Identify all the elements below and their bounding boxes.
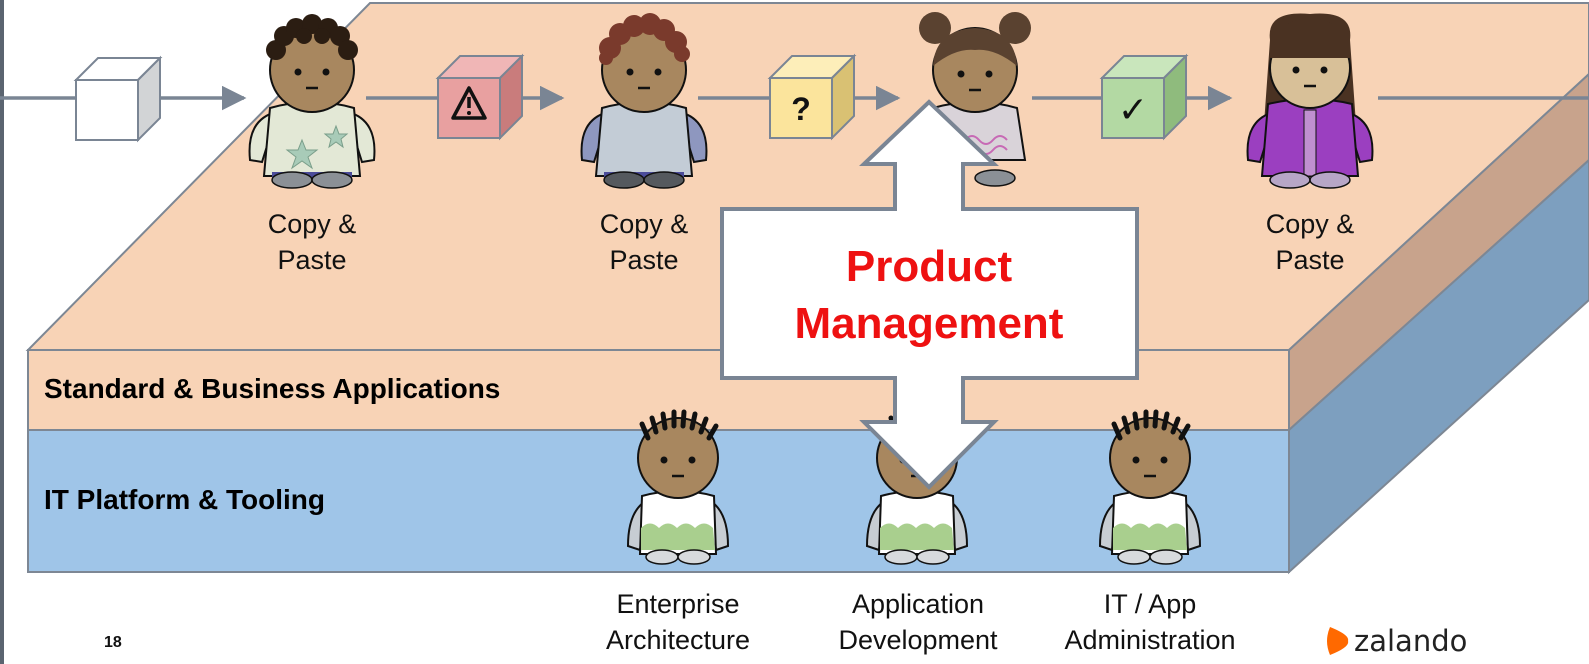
product-management-title: Product Management	[794, 242, 1064, 348]
check-icon: ✓	[1118, 90, 1148, 131]
zalando-logo-icon	[1327, 627, 1349, 655]
character-4	[1246, 13, 1374, 189]
brand-logo: zalando	[1326, 624, 1467, 658]
product-management-callout	[720, 99, 1139, 490]
blank-box-icon	[73, 55, 163, 143]
brand-name: zalando	[1354, 624, 1468, 658]
team-label-enterprise-architecture: Enterprise Architecture	[605, 589, 751, 655]
character-1-label: Copy & Paste	[267, 209, 357, 275]
warning-box	[435, 53, 525, 141]
team-label-it-app-administration: IT / App Administration	[1064, 589, 1236, 655]
character-2-label: Copy & Paste	[599, 209, 689, 275]
check-box: ✓	[1099, 53, 1189, 141]
business-layer-label: Standard & Business Applications	[44, 373, 501, 404]
page-number: 18	[104, 634, 122, 651]
character-4-label: Copy & Paste	[1265, 209, 1355, 275]
platform-layer-label: IT Platform & Tooling	[44, 484, 326, 515]
character-1	[248, 14, 376, 189]
team-label-application-development: Application Development	[838, 589, 998, 655]
warning-icon	[451, 86, 487, 120]
question-box: ?	[767, 53, 857, 141]
question-icon: ?	[791, 91, 811, 127]
character-2	[580, 13, 708, 189]
